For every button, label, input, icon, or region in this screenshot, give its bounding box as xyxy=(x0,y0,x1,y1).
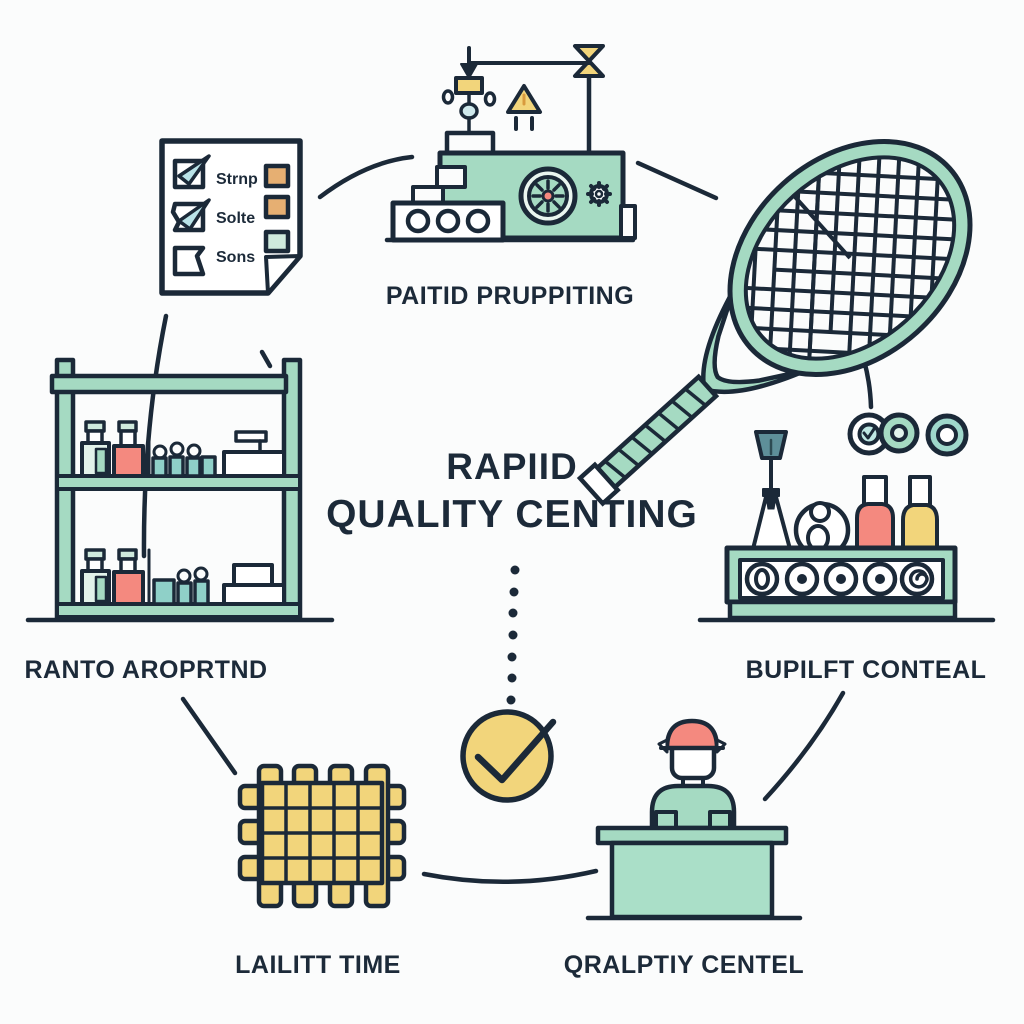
label-lailitt-time: LAILITT TIME xyxy=(235,951,401,979)
checklist-item-3: Sons xyxy=(216,249,255,266)
checklist-item-1: Strnp xyxy=(216,171,258,188)
checklist-item-2: Solte xyxy=(216,210,255,227)
roller xyxy=(744,561,780,597)
mixing-machine-icon xyxy=(384,44,637,243)
woven-grid-icon xyxy=(237,763,407,909)
connector-checklist-machine xyxy=(317,154,415,200)
hopper-icon xyxy=(454,76,484,95)
color-swatch-orange-2 xyxy=(263,194,291,220)
vial xyxy=(151,456,168,478)
vial xyxy=(200,455,217,478)
bottle-yellow xyxy=(901,503,939,551)
worker-cap xyxy=(664,718,720,751)
vial-box xyxy=(152,578,176,606)
color-swatch-green-3 xyxy=(263,229,291,254)
label-ranto-aroprtnd: RANTO AROPRTND xyxy=(24,656,268,684)
bottle-red xyxy=(112,570,145,606)
shelf-items-bottom xyxy=(80,548,286,606)
dotted-flow-line xyxy=(506,565,520,705)
title-line-1: RAPIID xyxy=(446,446,578,487)
checkmark-1 xyxy=(177,154,211,186)
connector-tick xyxy=(259,349,273,369)
desk-body xyxy=(609,840,775,920)
shelf-device xyxy=(222,450,286,478)
conveyor-belt-icon xyxy=(697,412,996,623)
vial xyxy=(185,456,202,478)
conveyor-items xyxy=(751,430,939,559)
droplet-icon xyxy=(441,89,455,105)
connector-machine-racket xyxy=(635,160,719,201)
vial xyxy=(193,579,210,606)
inspection-rings-icon xyxy=(847,412,969,457)
tennis-racket-icon xyxy=(576,116,994,507)
checkmark-icon xyxy=(474,718,557,784)
color-swatch-orange-1 xyxy=(263,163,291,189)
bottle-red xyxy=(112,444,145,478)
label-qralptiy-centel: QRALPTIY CENTEL xyxy=(563,951,805,979)
label-paitid-pruppiting: PAITID PRUPPITING xyxy=(385,282,635,310)
vial xyxy=(176,581,193,606)
check-circle-icon xyxy=(460,709,557,803)
label-bupilft-conteal: BUPILFT CONTEAL xyxy=(745,656,987,684)
connector-desk-conveyor xyxy=(762,690,846,802)
gauge-icon xyxy=(518,166,578,226)
title-line-2: QUALITY CENTING xyxy=(326,493,698,536)
droplet-icon xyxy=(483,91,497,107)
bottle-pink xyxy=(855,502,895,551)
gear-icon xyxy=(586,181,612,207)
connector-shelf-grid xyxy=(180,696,238,776)
shelf-items-top xyxy=(80,420,286,478)
connector-grid-desk xyxy=(421,868,599,885)
connector-checklist-shelf xyxy=(141,313,169,559)
valve-icon xyxy=(573,44,605,63)
down-arrow-icon xyxy=(460,63,478,79)
worker-at-desk-icon xyxy=(585,718,803,921)
checkmark-2 xyxy=(177,198,211,231)
shelf-device xyxy=(222,583,286,606)
storage-shelf-icon xyxy=(25,357,335,623)
diagram-title: RAPIID QUALITY CENTING xyxy=(326,444,698,540)
checklist-document-icon: Strnp Solte Sons xyxy=(159,138,303,296)
vial xyxy=(168,455,185,478)
checkbox-empty-3 xyxy=(172,245,206,277)
